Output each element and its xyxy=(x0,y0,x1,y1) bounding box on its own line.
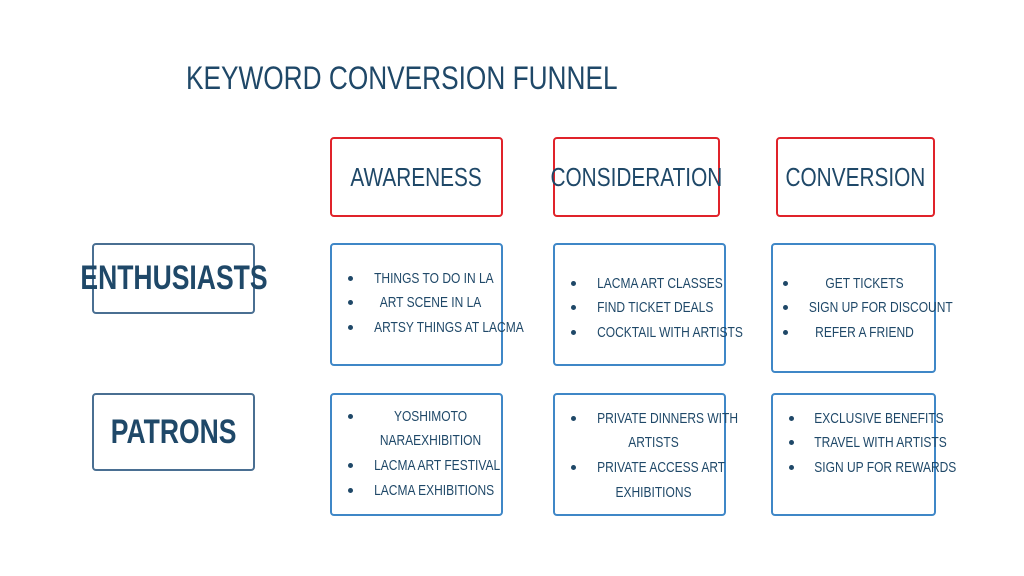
bullet xyxy=(348,463,353,468)
segment-enthusiasts: ENTHUSIASTS xyxy=(80,243,267,314)
segment-patrons-label: PATRONS xyxy=(110,412,237,451)
bullet xyxy=(571,330,576,335)
bullet xyxy=(783,305,788,310)
bullet xyxy=(571,465,576,470)
segment-patrons: PATRONS xyxy=(92,393,255,471)
stage-awareness: AWARENESS xyxy=(330,137,503,217)
keyword: ART SCENE IN LA xyxy=(379,294,482,311)
cell-patrons-consideration: PRIVATE DINNERS WITH ARTISTS PRIVATE ACC… xyxy=(553,393,738,516)
cell-enthusiasts-awareness: THINGS TO DO IN LA ART SCENE IN LA ARTSY… xyxy=(330,243,524,366)
keyword: PRIVATE ACCESS ART xyxy=(597,459,726,476)
bullet xyxy=(789,416,794,421)
stage-awareness-label: AWARENESS xyxy=(350,161,483,192)
keyword: YOSHIMOTO xyxy=(393,408,468,425)
bullet xyxy=(789,440,794,445)
stage-conversion-label: CONVERSION xyxy=(785,161,926,192)
keyword: TRAVEL WITH ARTISTS xyxy=(814,434,947,451)
keyword: COCKTAIL WITH ARTISTS xyxy=(597,324,743,341)
keyword: REFER A FRIEND xyxy=(815,324,914,341)
keyword: SIGN UP FOR DISCOUNT xyxy=(808,299,953,316)
keyword: LACMA EXHIBITIONS xyxy=(374,482,495,499)
page-title: KEYWORD CONVERSION FUNNEL xyxy=(186,60,618,96)
keyword: ARTISTS xyxy=(628,434,679,451)
keyword: SIGN UP FOR REWARDS xyxy=(814,459,957,476)
stage-consideration-label: CONSIDERATION xyxy=(550,161,723,192)
keyword: PRIVATE DINNERS WITH xyxy=(597,410,738,427)
cell-enthusiasts-consideration: LACMA ART CLASSES FIND TICKET DEALS COCK… xyxy=(553,243,743,366)
cell-patrons-awareness: YOSHIMOTO NARAEXHIBITION LACMA ART FESTI… xyxy=(330,393,503,516)
bullet xyxy=(348,276,353,281)
keyword: THINGS TO DO IN LA xyxy=(374,270,494,287)
keyword: EXCLUSIVE BENEFITS xyxy=(814,410,944,427)
keyword: NARAEXHIBITION xyxy=(379,432,482,449)
bullet xyxy=(348,325,353,330)
bullet xyxy=(783,281,788,286)
cell-patrons-conversion: EXCLUSIVE BENEFITS TRAVEL WITH ARTISTS S… xyxy=(771,393,957,516)
segment-enthusiasts-label: ENTHUSIASTS xyxy=(79,259,268,297)
stage-consideration: CONSIDERATION xyxy=(550,137,723,217)
bullet xyxy=(571,416,576,421)
cell-enthusiasts-conversion: GET TICKETS SIGN UP FOR DISCOUNT REFER A… xyxy=(771,243,953,373)
bullet xyxy=(783,330,788,335)
bullet xyxy=(348,488,353,493)
keyword: ARTSY THINGS AT LACMA xyxy=(374,319,524,336)
bullet xyxy=(571,281,576,286)
stage-conversion: CONVERSION xyxy=(776,137,935,217)
bullet xyxy=(348,300,353,305)
bullet xyxy=(789,465,794,470)
keyword: GET TICKETS xyxy=(825,275,904,292)
keyword: LACMA ART FESTIVAL xyxy=(374,457,501,474)
keyword: FIND TICKET DEALS xyxy=(597,299,714,316)
bullet xyxy=(571,305,576,310)
bullet xyxy=(348,414,353,419)
keyword: LACMA ART CLASSES xyxy=(597,275,723,292)
keyword: EXHIBITIONS xyxy=(615,484,692,501)
